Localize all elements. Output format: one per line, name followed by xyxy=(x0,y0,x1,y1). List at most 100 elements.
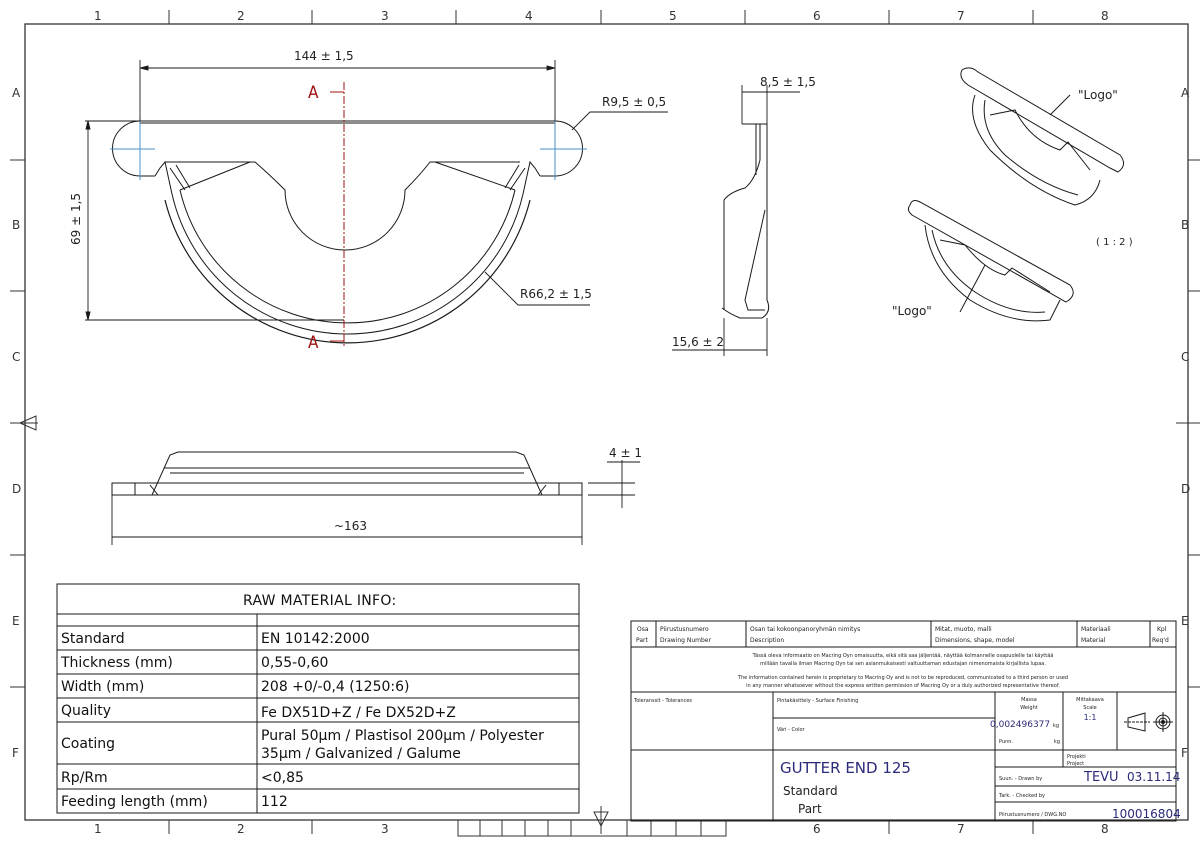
rm-value: 35µm / Galvanized / Galume xyxy=(261,746,461,762)
punn-unit: kg xyxy=(1054,739,1060,745)
rm-value: 112 xyxy=(261,794,288,810)
row-label: E xyxy=(1181,614,1189,628)
col-label: 3 xyxy=(381,822,389,836)
row-label: C xyxy=(12,350,20,364)
width-dimension: 144 ± 1,5 xyxy=(294,49,354,63)
scale-label-fi: Mittakaava xyxy=(1076,697,1104,703)
rm-label: Thickness (mm) xyxy=(60,655,173,671)
category-line-2: Part xyxy=(798,802,822,816)
hdr-osa: Osa xyxy=(637,626,649,633)
project-label-fi: Projekti xyxy=(1067,754,1086,760)
col-label: 6 xyxy=(813,822,821,836)
section-line-a xyxy=(330,82,345,348)
sheet-border xyxy=(24,23,1189,821)
arc-radius-dimension: R66,2 ± 1,5 xyxy=(520,287,592,301)
mass-label-en: Weight xyxy=(1020,705,1037,711)
hdr-mitat: Mitat, muoto, malli xyxy=(935,626,992,633)
notice-en-2: in any manner whatsoever without the exp… xyxy=(746,683,1060,689)
row-label: F xyxy=(1181,746,1188,760)
notice-fi-2: millään tavalla ilman Macring Oyn tai se… xyxy=(760,661,1046,667)
col-label: 7 xyxy=(957,822,965,836)
title-block xyxy=(630,620,1177,822)
hdr-materiaali: Materiaali xyxy=(1081,626,1111,633)
zone-labels: 1 2 3 4 5 6 7 8 1 2 3 6 7 8 A B C D E F … xyxy=(12,9,1190,836)
side-bottom-dimension: 15,6 ± 2 xyxy=(672,335,724,349)
projection-symbol-icon xyxy=(1124,712,1173,732)
logo-label-top: "Logo" xyxy=(1078,88,1118,102)
side-view xyxy=(721,123,770,319)
iso-view-top xyxy=(960,67,1124,206)
rm-value: EN 10142:2000 xyxy=(261,631,370,647)
proprietary-notice: Tässä oleva informaatio on Macring Oyn o… xyxy=(737,653,1068,689)
front-view xyxy=(112,120,583,344)
row-label: F xyxy=(12,746,19,760)
rm-value: 0,55-0,60 xyxy=(261,655,328,671)
scale-note: ( 1 : 2 ) xyxy=(1096,237,1133,248)
row-label: A xyxy=(1181,86,1190,100)
col-label: 6 xyxy=(813,9,821,23)
hdr-dimensions: Dimensions, shape, model xyxy=(935,637,1015,644)
height-dimension: 69 ± 1,5 xyxy=(69,193,83,245)
zone-ticks xyxy=(10,10,1200,834)
title-block-header: Osa Part Piirustusnumero Drawing Number … xyxy=(636,626,1169,644)
mass-value: 0,002496377 xyxy=(990,720,1050,730)
rm-label: Standard xyxy=(61,631,125,647)
notice-fi-1: Tässä oleva informaatio on Macring Oyn o… xyxy=(752,653,1054,659)
col-label: 8 xyxy=(1101,9,1109,23)
hdr-description: Description xyxy=(750,637,784,644)
rm-label: Feeding length (mm) xyxy=(61,794,208,810)
hdr-kpl: Kpl xyxy=(1157,626,1167,633)
center-marks xyxy=(110,118,587,180)
rm-label: Quality xyxy=(61,703,111,719)
col-label: 2 xyxy=(237,9,245,23)
hdr-osan-nimitys: Osan tai kokoonpanoryhmän nimitys xyxy=(750,626,860,633)
rm-label: Coating xyxy=(61,736,115,752)
step-dimension: 4 ± 1 xyxy=(609,446,642,460)
col-label: 3 xyxy=(381,9,389,23)
dwg-no-value: 100016804 xyxy=(1112,807,1181,821)
scale-value: 1:1 xyxy=(1084,713,1097,722)
drawn-by-label: Suun. - Drawn by xyxy=(999,776,1042,782)
hdr-part: Part xyxy=(636,637,648,644)
row-label: E xyxy=(12,614,20,628)
project-label-en: Project xyxy=(1067,761,1084,767)
punn-label: Punn. xyxy=(999,739,1013,745)
raw-material-title: RAW MATERIAL INFO: xyxy=(243,593,396,609)
hdr-drawing-number: Drawing Number xyxy=(660,637,711,644)
row-label: B xyxy=(12,218,20,232)
section-label-top: A xyxy=(308,83,319,103)
bottom-ruler xyxy=(457,806,727,837)
col-label: 1 xyxy=(94,9,102,23)
checked-by-label: Tark. - Checked by xyxy=(998,793,1045,799)
side-top-dimension: 8,5 ± 1,5 xyxy=(760,75,816,89)
category-line-1: Standard xyxy=(783,784,838,798)
row-label: D xyxy=(12,482,21,496)
rm-value: Fe DX51D+Z / Fe DX52D+Z xyxy=(261,705,456,721)
bottom-dimensions xyxy=(111,460,640,545)
front-dimensions xyxy=(85,60,668,321)
hdr-piirustusnumero: Piirustusnumero xyxy=(660,626,709,633)
section-label-bottom: A xyxy=(308,333,319,353)
col-label: 8 xyxy=(1101,822,1109,836)
color-label: Väri - Color xyxy=(777,727,806,733)
col-label: 4 xyxy=(525,9,533,23)
col-label: 7 xyxy=(957,9,965,23)
row-label: A xyxy=(12,86,21,100)
hdr-material: Material xyxy=(1081,637,1106,644)
col-label: 5 xyxy=(669,9,677,23)
scale-label-en: Scale xyxy=(1083,705,1096,711)
rm-label: Rp/Rm xyxy=(61,770,108,786)
part-name: GUTTER END 125 xyxy=(780,759,911,777)
rm-value: Pural 50µm / Plastisol 200µm / Polyester xyxy=(261,728,544,744)
surface-finishing-label: Pintakäsittely - Surface Finishing xyxy=(777,698,858,704)
row-label: D xyxy=(1181,482,1190,496)
row-label: B xyxy=(1181,218,1189,232)
drawn-by-value: TEVU xyxy=(1083,770,1119,785)
mass-label-fi: Massa xyxy=(1021,697,1037,703)
logo-label-bottom: "Logo" xyxy=(892,304,932,318)
col-label: 1 xyxy=(94,822,102,836)
row-label: C xyxy=(1181,350,1189,364)
hdr-reqd: Req'd xyxy=(1152,637,1169,644)
col-label: 2 xyxy=(237,822,245,836)
